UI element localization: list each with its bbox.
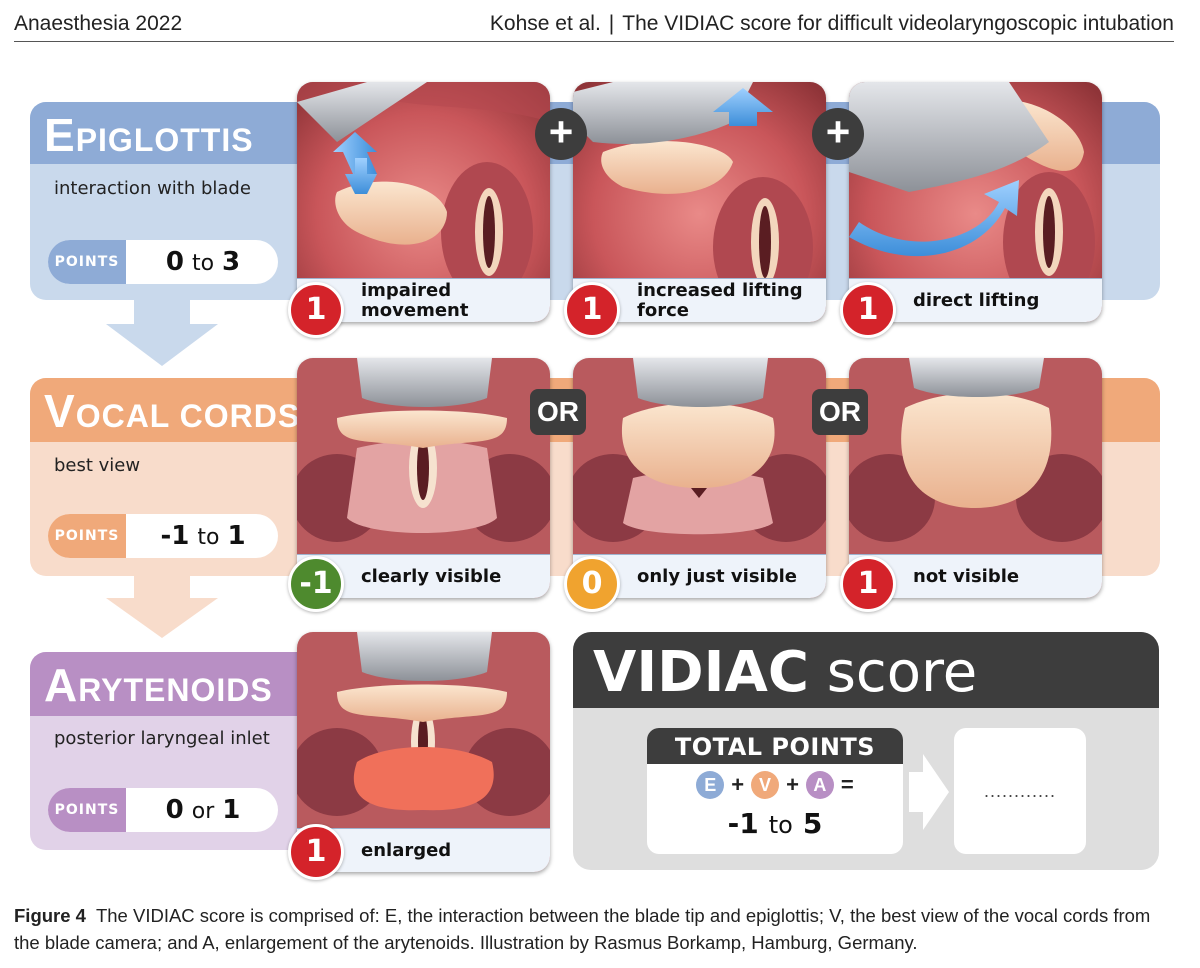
v-badge: V (751, 771, 780, 799)
caption-enlarged: enlarged (361, 840, 452, 861)
down-arrow-icon (106, 576, 218, 638)
score-badge-enlarged: 1 (288, 824, 344, 880)
arytenoids-title: ARYTENOIDS (44, 659, 273, 711)
caption-clearly-visible: clearly visible (361, 566, 502, 587)
total-points-label: TOTAL POINTS (647, 728, 903, 764)
down-arrow-icon (106, 300, 218, 366)
article-title: The VIDIAC score for difficult videolary… (622, 12, 1174, 35)
plus-operator: + (535, 108, 587, 160)
plus-operator: + (812, 108, 864, 160)
or-operator: OR (530, 389, 586, 435)
arytenoids-band-header (30, 652, 298, 716)
article-running-title: Kohse et al. | The VIDIAC score for diffic… (490, 12, 1174, 36)
right-arrow-icon (909, 754, 949, 830)
caption-direct-lifting: direct lifting (913, 290, 1040, 311)
caption-only-just-visible: only just visible (637, 566, 797, 587)
score-badge-not-visible: 1 (840, 556, 896, 612)
caption-not-visible: not visible (913, 566, 1020, 587)
panel-not-visible: not visible (849, 358, 1102, 598)
page-header: Anaesthesia 2022 Kohse et al. | The VIDIAC… (14, 10, 1174, 42)
points-label: POINTS (48, 514, 126, 558)
figure-caption-text: The VIDIAC score is comprised of: E, the… (14, 905, 1151, 953)
points-label: POINTS (48, 240, 126, 284)
points-label: POINTS (48, 788, 126, 832)
caption-increased-lifting-force: increased lifting force (637, 280, 803, 321)
a-badge: A (805, 771, 834, 799)
score-formula: E + V + A = (647, 770, 903, 800)
panel-only-just-visible: only just visible (573, 358, 826, 598)
score-title: VIDIAC score (593, 640, 978, 705)
e-badge: E (696, 771, 725, 799)
panel-increased-lifting-force: increased lifting force (573, 82, 826, 322)
score-result-field[interactable]: ............ (954, 728, 1086, 854)
panel-direct-lifting: direct lifting (849, 82, 1102, 322)
score-badge-only-just-visible: 0 (564, 556, 620, 612)
score-badge-increased-lifting-force: 1 (564, 282, 620, 338)
caption-impaired-movement: impaired movement (361, 280, 469, 321)
score-badge-impaired-movement: 1 (288, 282, 344, 338)
figure-label: Figure 4 (14, 905, 86, 926)
vocal-cords-subtitle: best view (54, 455, 141, 476)
laryngoscopy-illustration (297, 632, 550, 872)
score-badge-clearly-visible: -1 (288, 556, 344, 612)
epiglottis-title: EPIGLOTTIS (44, 109, 254, 161)
panel-clearly-visible: clearly visible (297, 358, 550, 598)
journal-name: Anaesthesia 2022 (14, 12, 183, 35)
plus-sign: + (731, 772, 745, 797)
plus-sign: + (786, 772, 799, 797)
equals-sign: = (840, 772, 854, 797)
score-header (573, 632, 1159, 708)
laryngoscopy-illustration (297, 82, 550, 322)
panel-impaired-movement: impaired movement (297, 82, 550, 322)
authors: Kohse et al. (489, 12, 601, 35)
score-badge-direct-lifting: 1 (840, 282, 896, 338)
or-operator: OR (812, 389, 868, 435)
header-separator: | (608, 12, 615, 35)
vidiac-score-box: VIDIAC score TOTAL POINTS E + V + A = -1… (573, 632, 1159, 870)
epiglottis-subtitle: interaction with blade (54, 178, 251, 199)
arytenoids-subtitle: posterior laryngeal inlet (54, 728, 270, 749)
vocal-cords-title: VOCAL CORDS (44, 385, 301, 437)
